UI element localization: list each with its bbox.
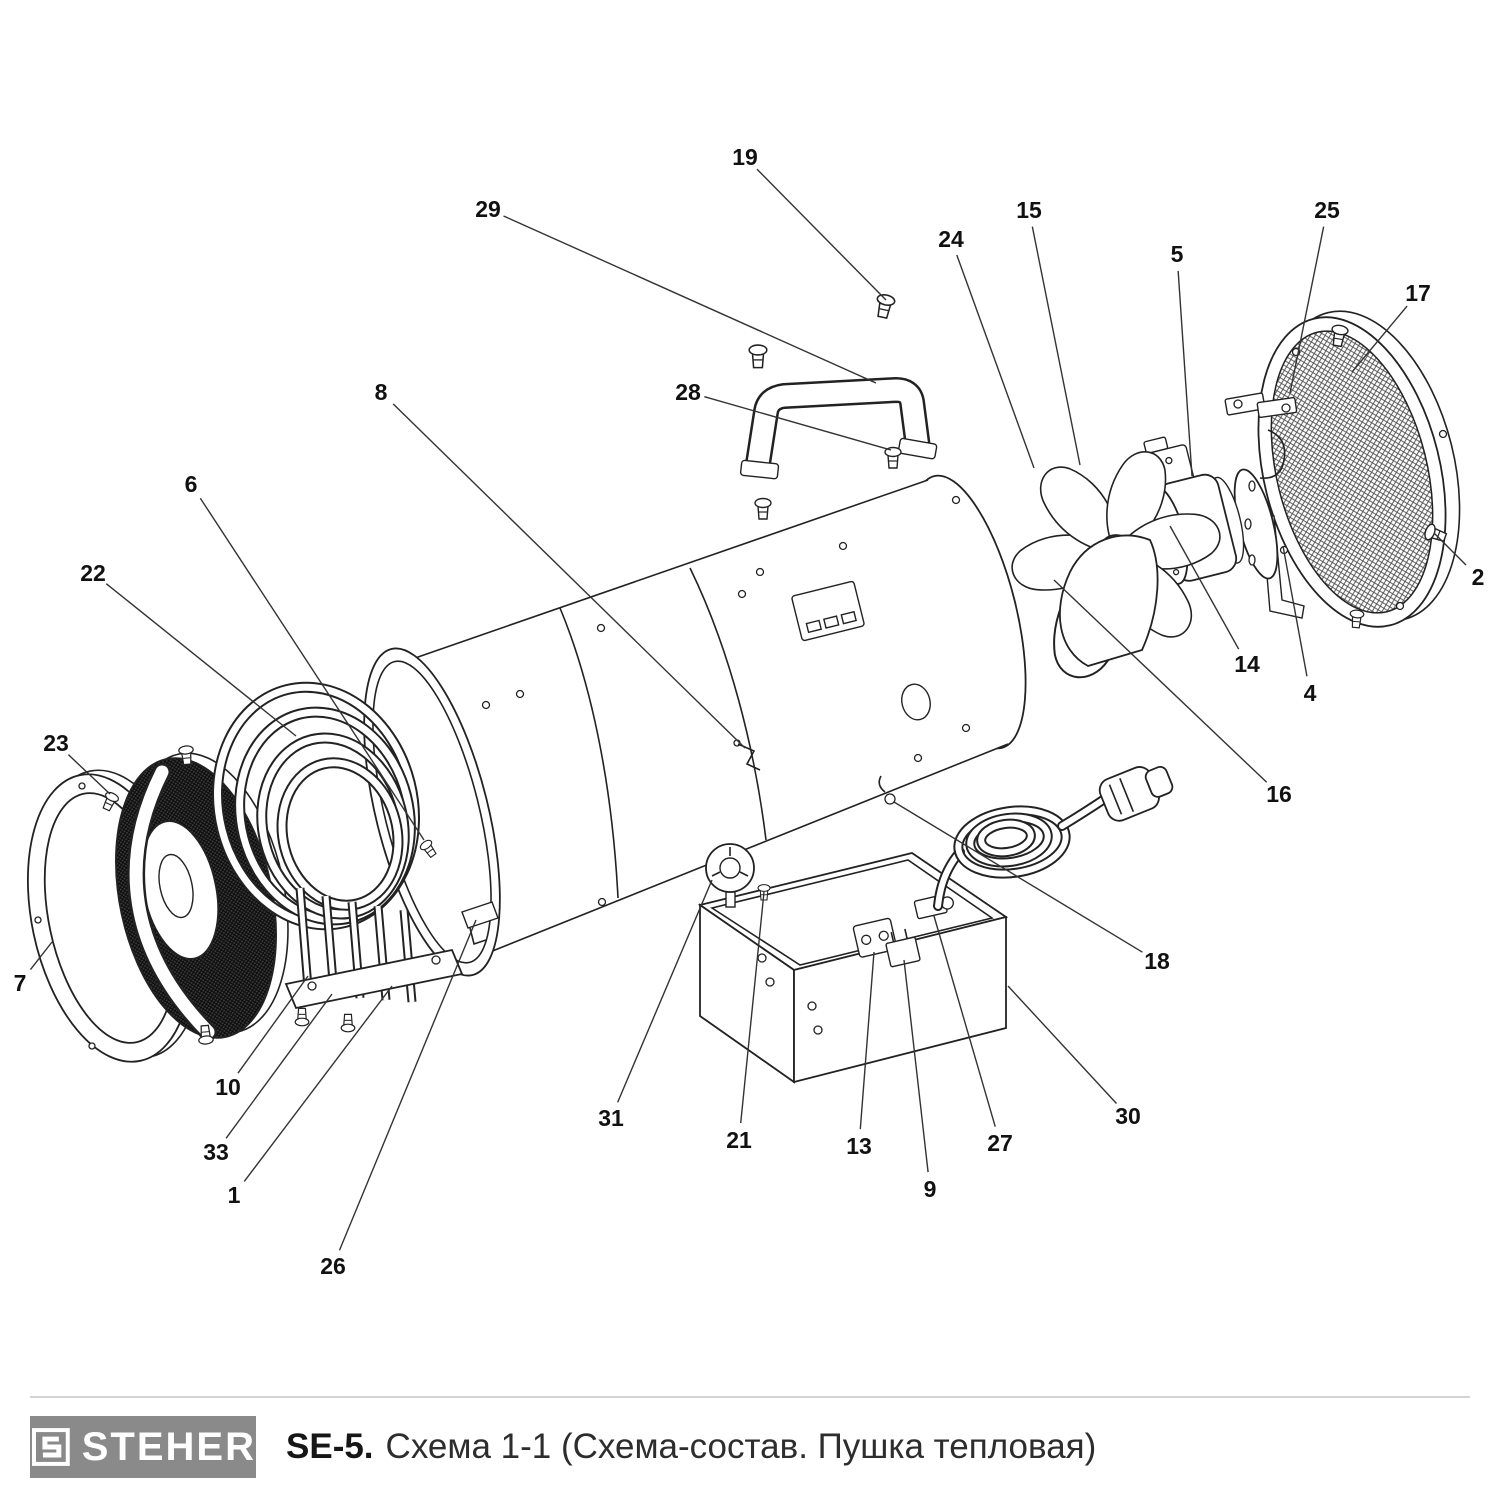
part-label-22: 22	[80, 560, 106, 586]
part-label-33: 33	[203, 1139, 229, 1165]
leader-line-19	[756, 168, 887, 301]
part-label-1: 1	[228, 1182, 241, 1208]
part-label-30: 30	[1115, 1103, 1141, 1129]
part-label-29: 29	[475, 196, 501, 222]
gas-regulator	[705, 843, 755, 908]
grille-bracket	[1224, 392, 1298, 419]
leader-line-31	[616, 879, 713, 1103]
schema-model: SE-5.	[286, 1427, 374, 1466]
leader-line-18	[893, 801, 1143, 953]
leader-line-7	[29, 941, 53, 971]
schema-caption: Схема 1-1 (Схема-состав. Пушка тепловая)	[385, 1427, 1097, 1466]
leader-line-21	[740, 891, 765, 1124]
rear-grille	[115, 744, 289, 1046]
part-label-15: 15	[1016, 197, 1042, 223]
solenoid	[885, 928, 921, 968]
brand-name: STEHER	[81, 1425, 256, 1469]
steher-logo-icon	[31, 1428, 70, 1466]
leader-line-1	[243, 985, 393, 1182]
leader-line-6	[199, 497, 425, 841]
part-label-16: 16	[1266, 781, 1292, 807]
leader-line-10	[237, 975, 309, 1074]
leader-line-26	[338, 919, 477, 1251]
leader-line-5	[1177, 270, 1193, 477]
leader-line-2	[1433, 532, 1467, 566]
grille-mesh	[1270, 330, 1434, 614]
motor-plate	[1233, 468, 1279, 580]
part-label-28: 28	[675, 379, 701, 405]
grille-strap	[127, 763, 217, 1041]
leader-line-16	[1053, 579, 1268, 783]
part-label-27: 27	[987, 1130, 1013, 1156]
steher-logo: STEHER	[30, 1416, 256, 1478]
handle	[739, 377, 938, 480]
leader-line-13	[859, 951, 875, 1130]
exploded-diagram: 1929152524517828262214423167181033130312…	[12, 142, 1487, 1281]
leader-line-25	[1289, 226, 1325, 394]
leader-line-33	[225, 993, 333, 1139]
part-label-21: 21	[726, 1127, 752, 1153]
part-label-14: 14	[1234, 651, 1260, 677]
element-bracket	[284, 948, 464, 1010]
leader-line-15	[1031, 226, 1081, 466]
part-label-9: 9	[924, 1176, 937, 1202]
control-box	[697, 843, 1009, 1084]
part-label-31: 31	[598, 1105, 624, 1131]
leader-line-23	[67, 754, 111, 795]
schema-title: SE-5. Схема 1-1 (Схема-состав. Пушка тепл…	[286, 1427, 1096, 1467]
part-label-10: 10	[215, 1074, 241, 1100]
part-label-8: 8	[375, 379, 388, 405]
footer: STEHER SE-5. Схема 1-1 (Схема-состав. Пуш…	[30, 1416, 1096, 1478]
leader-line-4	[1282, 545, 1308, 677]
leader-line-29	[503, 215, 877, 384]
part-label-2: 2	[1472, 564, 1485, 590]
part-label-19: 19	[732, 144, 758, 170]
power-cord	[933, 793, 1111, 911]
part-label-26: 26	[320, 1253, 346, 1279]
leader-line-22	[105, 583, 297, 737]
leader-line-24	[956, 254, 1035, 469]
part-label-18: 18	[1144, 948, 1170, 974]
body-details	[481, 495, 971, 907]
switch	[852, 917, 898, 958]
power-plug	[1098, 765, 1174, 822]
leader-line-30	[1007, 985, 1117, 1104]
hanging-hook	[1259, 429, 1286, 479]
part-label-23: 23	[43, 730, 69, 756]
heating-element	[212, 681, 464, 1033]
leader-line-28	[704, 395, 892, 451]
fan-cone	[1058, 534, 1159, 667]
part-label-7: 7	[14, 970, 27, 996]
part-label-17: 17	[1405, 280, 1431, 306]
leader-line-9	[903, 959, 929, 1173]
footer-divider	[30, 1396, 1470, 1398]
part-label-25: 25	[1314, 197, 1340, 223]
part-label-5: 5	[1171, 241, 1184, 267]
leader-line-8	[392, 403, 746, 749]
leader-line-17	[1351, 305, 1408, 373]
leader-line-27	[933, 915, 996, 1127]
part-label-6: 6	[185, 471, 198, 497]
body-bracket	[461, 901, 499, 946]
part-label-4: 4	[1304, 680, 1317, 706]
front-grille	[1257, 310, 1461, 628]
part-label-24: 24	[938, 226, 964, 252]
leader-line-14	[1169, 525, 1240, 650]
cable-clip	[878, 775, 896, 805]
part-label-13: 13	[846, 1133, 872, 1159]
